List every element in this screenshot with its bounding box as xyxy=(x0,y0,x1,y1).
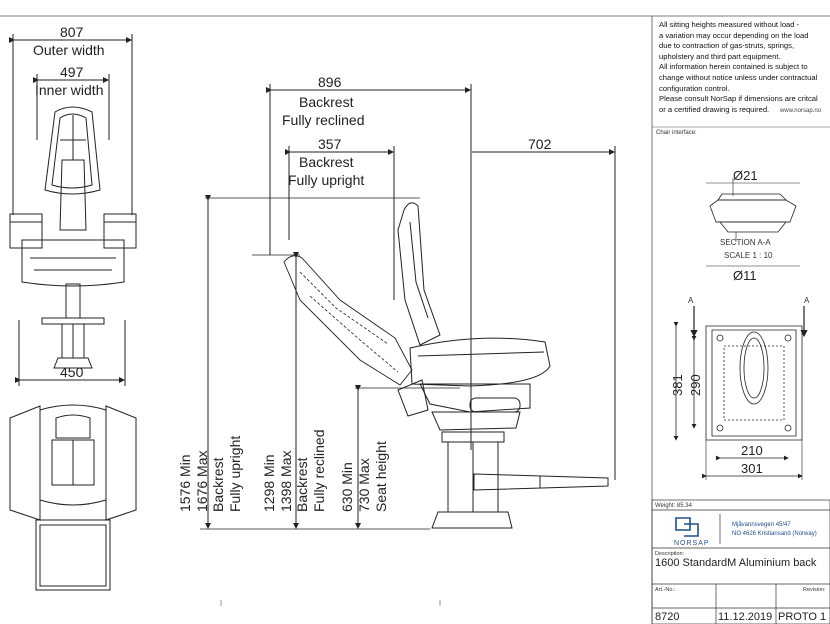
outer-width-value: 807 xyxy=(60,24,84,40)
brand-name: NORSAP xyxy=(674,540,710,547)
description-label: Description: xyxy=(655,551,685,557)
height-reclined-min: 1298 Min xyxy=(261,454,277,512)
section-marker-left: A xyxy=(688,296,694,305)
note-line: All information herein contained is subj… xyxy=(659,62,808,72)
note-line: Please consult NorSap if dimensions are … xyxy=(659,94,818,104)
chair-interface-label: Chair interface: xyxy=(656,130,697,136)
address-line-2: NO 4626 Kristiansand (Norway) xyxy=(732,531,817,537)
upright-label-2: Fully upright xyxy=(288,172,364,188)
title-block-frame xyxy=(651,499,830,624)
note-line: a variation may occur depending on the l… xyxy=(659,30,809,40)
drawing-date: 11.12.2019 xyxy=(718,611,772,623)
inner-width-label: Inner width xyxy=(35,82,103,98)
dim-210: 210 xyxy=(741,443,763,458)
outer-width-label: Outer width xyxy=(33,42,105,58)
reclined-label-2: Fully reclined xyxy=(282,112,364,128)
height-reclined-label-1: Backrest xyxy=(294,457,310,512)
revision-label: Revision: xyxy=(803,587,826,593)
note-line: All sitting heights measured without loa… xyxy=(659,20,800,29)
art-no: 8720 xyxy=(655,611,679,623)
dia-bottom: Ø11 xyxy=(733,268,757,283)
upright-label-1: Backrest xyxy=(299,154,354,170)
weight: Weight: 85.34 xyxy=(655,503,693,509)
top-view xyxy=(9,404,137,591)
front-view xyxy=(9,34,137,386)
base-width-value: 450 xyxy=(60,364,84,380)
art-no-label: Art.-No.: xyxy=(655,587,676,593)
note-line: change without notice unless under contr… xyxy=(659,72,818,82)
reclined-label-1: Backrest xyxy=(299,94,354,110)
general-notes: All sitting heights measured without loa… xyxy=(659,20,827,115)
seat-height-min: 630 Min xyxy=(339,462,355,512)
revision: PROTO 1 xyxy=(778,611,826,623)
height-upright-min: 1576 Min xyxy=(177,454,193,512)
norsap-logo-icon xyxy=(675,517,699,537)
chair-interface-section xyxy=(673,178,808,480)
height-upright-label-2: Fully upright xyxy=(227,436,243,512)
dim-301: 301 xyxy=(741,461,763,476)
upright-value: 357 xyxy=(318,136,342,152)
seat-height-label: Seat height xyxy=(373,441,389,512)
section-marker-right: A xyxy=(804,296,810,305)
note-line: upholstery and third part equipment. xyxy=(659,51,781,61)
side-view xyxy=(200,84,616,530)
note-line: configuration control. xyxy=(659,83,730,93)
height-reclined-max: 1398 Max xyxy=(278,451,294,512)
address-line-1: Mjåvannsvegen 45/47 xyxy=(732,521,791,528)
dim-381: 381 xyxy=(670,374,685,396)
reclined-value: 896 xyxy=(318,74,342,90)
inner-width-value: 497 xyxy=(60,64,84,80)
website-url: www.norsap.no xyxy=(779,107,821,114)
footrest-value: 702 xyxy=(528,136,552,152)
scale-label: SCALE 1 : 10 xyxy=(724,251,773,260)
description: 1600 StandardM Aluminium back xyxy=(655,557,817,569)
seat-height-max: 730 Max xyxy=(356,458,372,512)
note-line: or a certified drawing is required. xyxy=(659,104,770,114)
dia-top: Ø21 xyxy=(733,168,758,183)
dim-290: 290 xyxy=(688,374,703,396)
height-reclined-label-2: Fully reclined xyxy=(311,430,327,512)
height-upright-max: 1676 Max xyxy=(194,451,210,512)
section-label: SECTION A-A xyxy=(720,238,771,247)
height-upright-label-1: Backrest xyxy=(210,457,226,512)
note-line: due to contraction of gas-struts, spring… xyxy=(659,41,795,51)
